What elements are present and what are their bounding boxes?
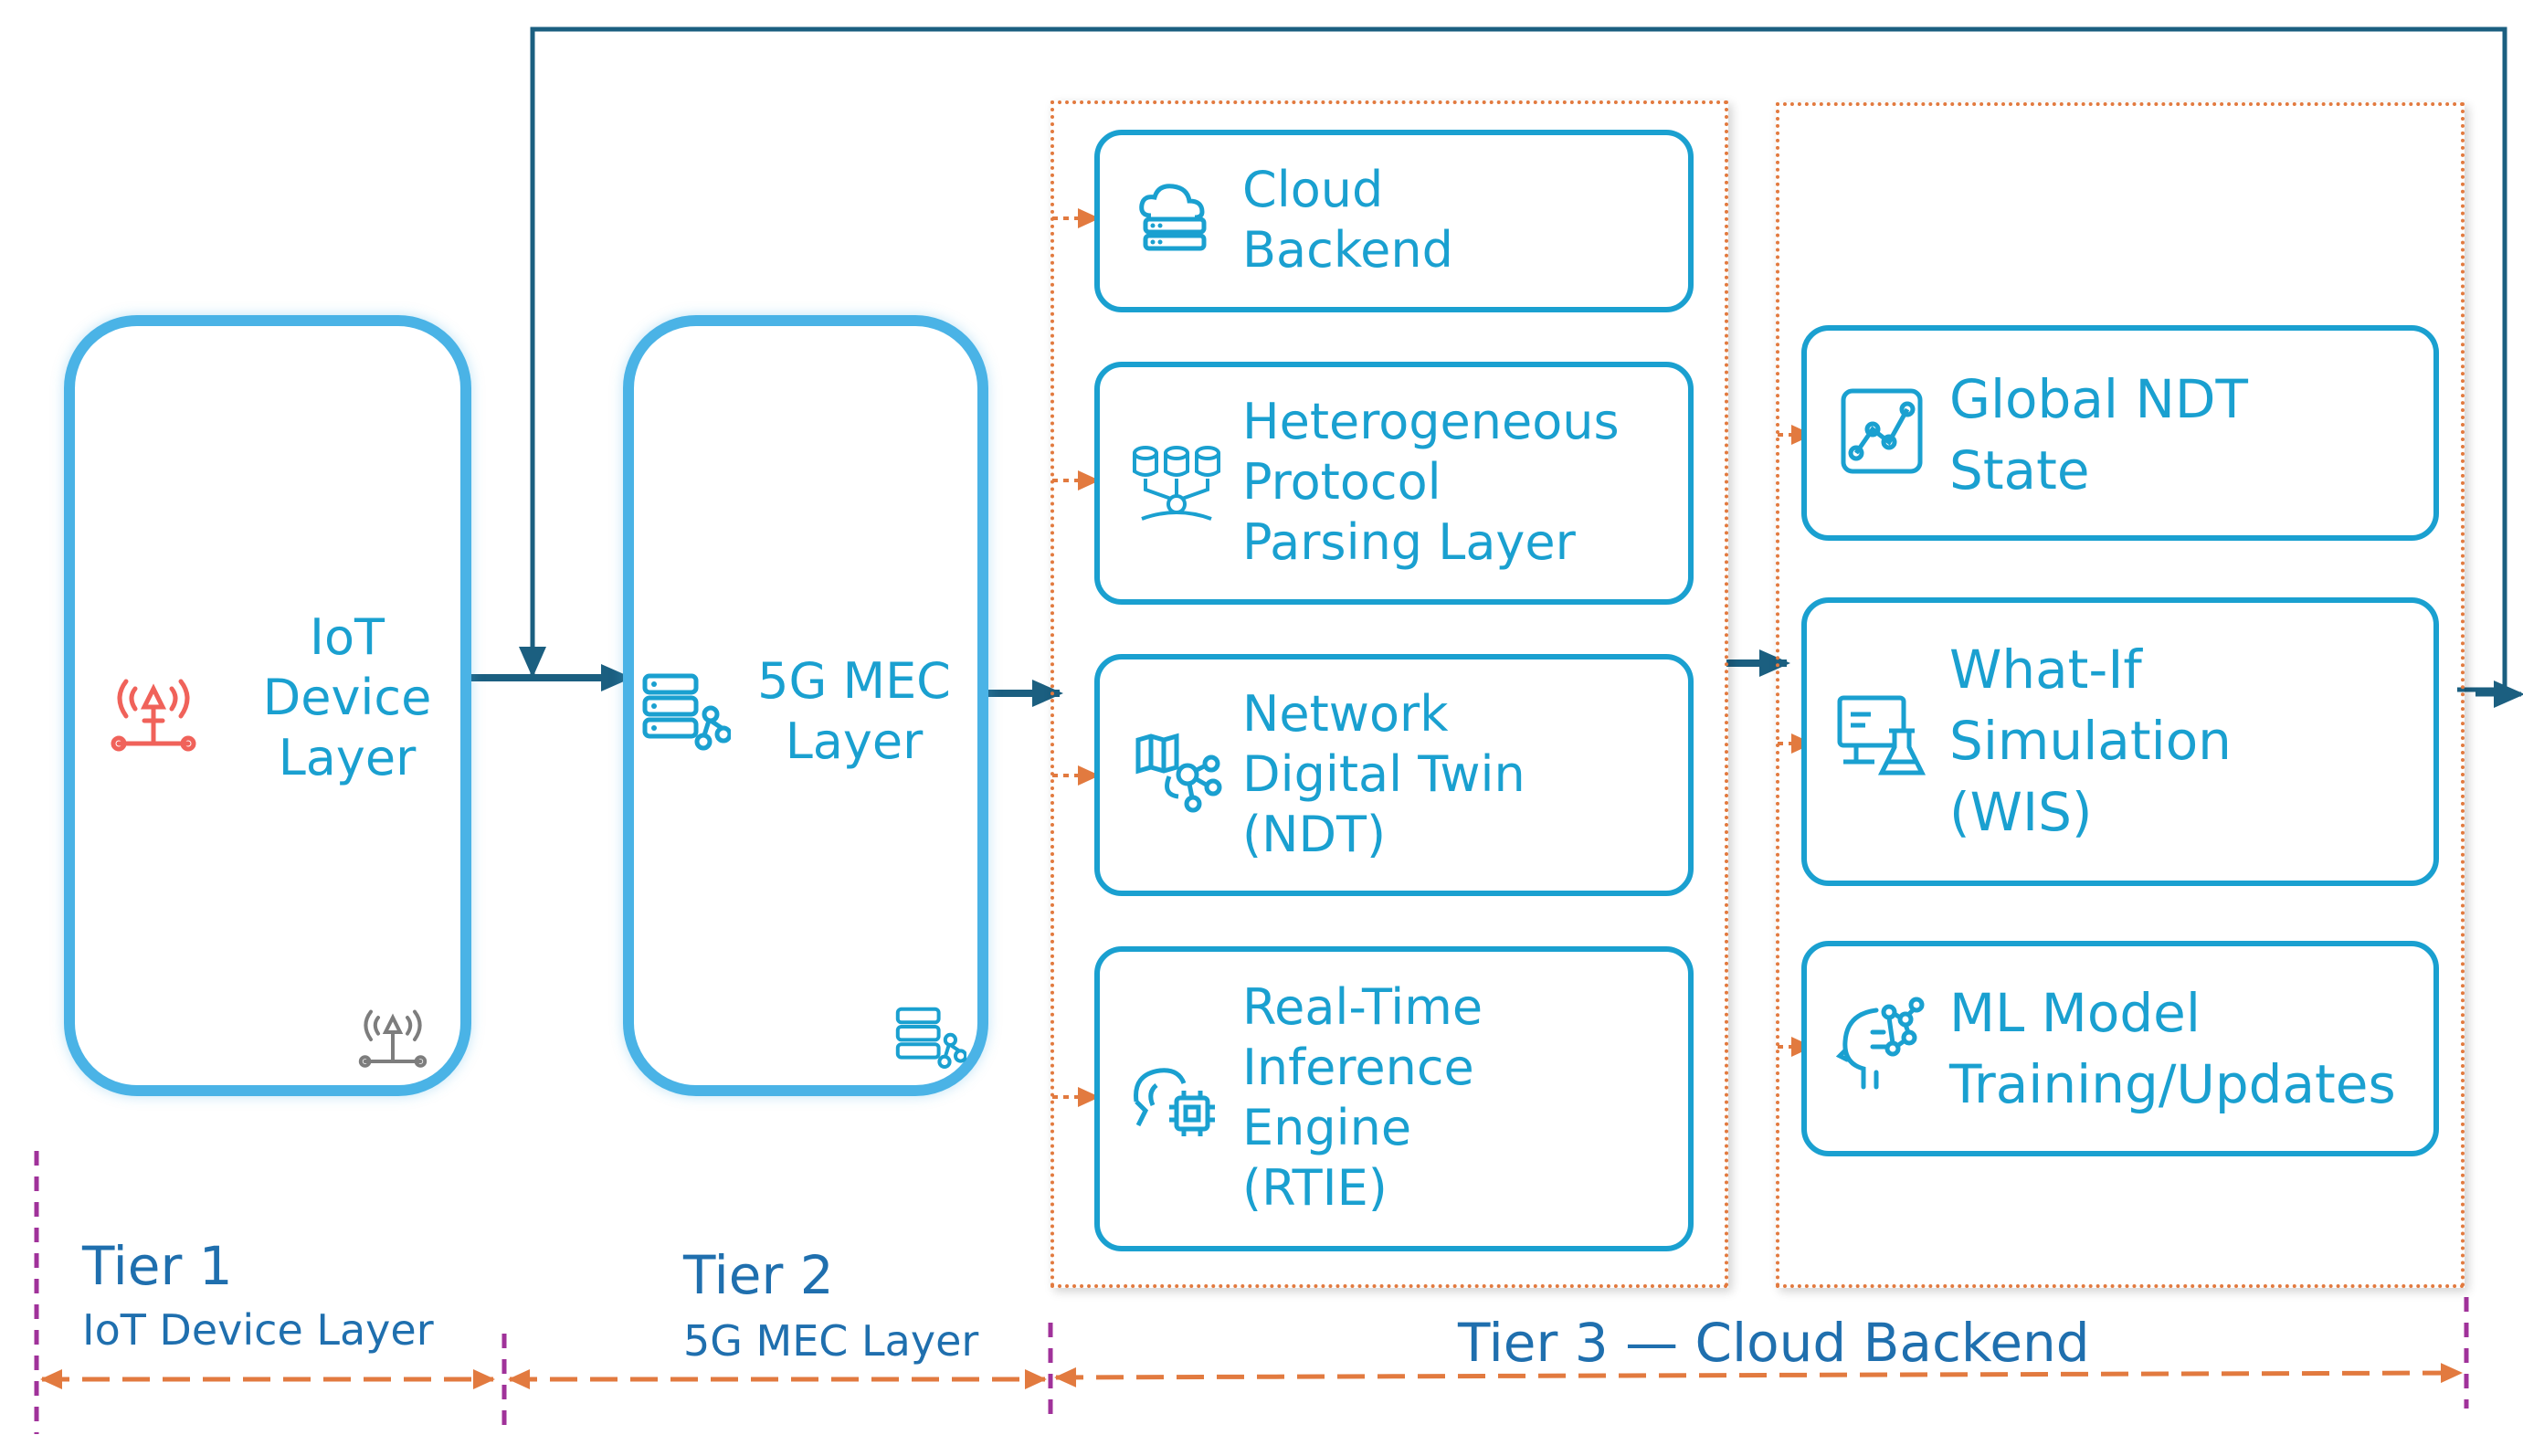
tier3-label: Tier 3 — Cloud Backend	[1458, 1312, 2090, 1374]
graph-state-icon	[1841, 388, 1923, 474]
network-digital-twin-title: Network Digital Twin (NDT)	[1242, 685, 1525, 863]
cloud-server-icon	[1139, 184, 1207, 251]
ml-model-training-title: ML Model Training/Updates	[1949, 982, 2396, 1115]
tier2-sublabel: 5G MEC Layer	[683, 1316, 979, 1366]
cloud-backend-title: Cloud Backend	[1242, 161, 1453, 279]
what-if-simulation-title: What-If Simulation (WIS)	[1949, 638, 2232, 843]
ml-head-icon	[1836, 997, 1925, 1090]
database-parser-icon	[1133, 446, 1220, 521]
mec-layer-node	[623, 315, 988, 1096]
simulation-flask-icon	[1837, 695, 1927, 775]
inference-chip-icon	[1134, 1068, 1215, 1136]
network-digital-twin-box	[1094, 654, 1694, 896]
radio-tower-small-icon	[358, 1009, 428, 1068]
tier3-column1-frame	[1050, 100, 1728, 1288]
global-ndt-state-box	[1801, 325, 2439, 541]
cloud-backend-box	[1094, 130, 1694, 312]
server-network-icon	[642, 673, 731, 751]
digital-twin-icon	[1135, 733, 1222, 813]
tier1-label: Tier 1	[82, 1235, 233, 1297]
ml-model-training-box	[1801, 941, 2439, 1156]
feedback-loop-arrow	[519, 26, 2507, 692]
protocol-parsing-box	[1094, 362, 1694, 605]
tier2-label: Tier 2	[683, 1244, 834, 1306]
mec-layer-title: 5G MEC Layer	[757, 652, 951, 770]
server-network-small-icon	[895, 1007, 966, 1069]
global-ndt-state-title: Global NDT State	[1949, 368, 2248, 501]
tier3-column2-frame	[1776, 102, 2465, 1288]
real-time-inference-title: Real-Time Inference Engine (RTIE)	[1242, 978, 1483, 1217]
radio-tower-icon	[111, 679, 196, 752]
protocol-parsing-title: Heterogeneous Protocol Parsing Layer	[1242, 393, 1620, 571]
tier1-sublabel: IoT Device Layer	[82, 1305, 434, 1355]
iot-device-layer-title: IoT Device Layer	[262, 608, 432, 786]
tier3-span-arrow	[1054, 1363, 2463, 1387]
